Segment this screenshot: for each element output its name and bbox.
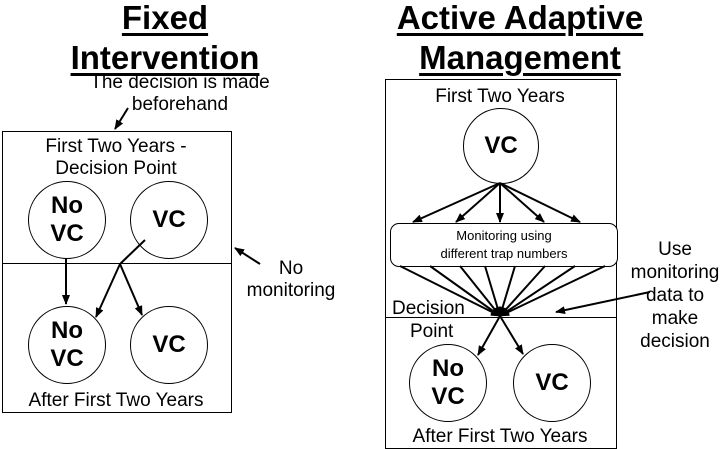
side-note-no-monitoring: No monitoring (236, 258, 346, 302)
fixed-circle-vc-bottom: VC (130, 306, 208, 384)
point-word: Point (410, 321, 454, 342)
side-note-line-decision: decision (640, 331, 710, 352)
fixed-circle-no-vc-bottom: No VC (28, 306, 106, 384)
heading-active-adaptive-management: Active Adaptive Management (360, 0, 680, 78)
fixed-circle-vc-top: VC (130, 181, 208, 259)
heading-fixed-intervention: Fixed Intervention (10, 0, 320, 78)
fixed-circle-no-vc-bottom-text: No VC (50, 317, 84, 372)
converge-7 (499, 265, 576, 317)
arrow-decision-to-no-vc (477, 315, 501, 356)
fixed-circle-no-vc-top: No VC (28, 181, 106, 259)
fixed-circle-vc-top-text: VC (152, 206, 186, 233)
heading-fixed-line2: Intervention (70, 39, 260, 76)
monitoring-box-text: Monitoring using different trap numbers (440, 228, 568, 261)
converge-2 (429, 265, 501, 317)
heading-fixed-line1: Fixed (121, 0, 209, 36)
side-note-no: No (278, 258, 304, 279)
converge-4 (484, 265, 502, 317)
adaptive-circle-vc-top: VC (463, 108, 539, 184)
arrow-fan-5 (499, 182, 581, 223)
arrow-use-monitoring-data (555, 291, 651, 315)
side-note-line-make: make (651, 308, 699, 329)
adaptive-bottom-label: After First Two Years (412, 426, 588, 447)
arrow-vc-to-vc (119, 263, 143, 316)
fixed-circle-vc-bottom-text: VC (152, 331, 186, 358)
arrow-no-monitoring (234, 247, 261, 265)
side-note-line-data-to: data to (645, 285, 705, 306)
converge-3 (459, 265, 501, 317)
side-note-line-use: Use (658, 239, 692, 260)
adaptive-circle-no-vc-bottom: No VC (409, 344, 487, 422)
adaptive-circle-no-vc-bottom-text: No VC (431, 355, 465, 410)
adaptive-circle-vc-bottom: VC (513, 344, 591, 422)
note-line1: The decision is made (90, 72, 270, 93)
fixed-circle-no-vc-top-text: No VC (50, 192, 84, 247)
adaptive-top-label: First Two Years (435, 86, 565, 107)
arrow-fan-2 (455, 182, 501, 223)
arrow-note-to-panel (114, 107, 129, 130)
note-line2: beforehand (131, 94, 229, 115)
adaptive-circle-vc-top-text: VC (484, 132, 518, 159)
arrow-fan-1 (412, 182, 501, 223)
fixed-top-label-line1: First Two Years - (45, 136, 187, 157)
decision-word: Decision (392, 298, 465, 319)
arrow-fan-4 (499, 182, 545, 223)
side-note-use-monitoring: Use monitoring data to make decision (630, 238, 720, 353)
fixed-panel-divider (2, 263, 231, 264)
arrow-vc-branch-line (119, 239, 146, 265)
arrow-decision-to-vc (499, 315, 524, 355)
heading-aam-line2: Management (419, 39, 621, 76)
side-note-line-monitoring: monitoring (630, 262, 720, 283)
converge-6 (499, 265, 546, 317)
fixed-top-label: First Two Years - Decision Point (2, 136, 230, 180)
fixed-panel (2, 131, 232, 413)
monitoring-box: Monitoring using different trap numbers (390, 223, 618, 267)
side-note-monitoring: monitoring (246, 280, 336, 301)
heading-aam-line1: Active Adaptive (396, 0, 644, 36)
converge-1 (399, 265, 501, 317)
arrow-vc-to-no-vc (95, 263, 121, 318)
note-decision-beforehand: The decision is made beforehand (80, 72, 280, 116)
adaptive-circle-vc-bottom-text: VC (535, 369, 569, 396)
fixed-bottom-label: After First Two Years (28, 390, 204, 411)
converge-8 (499, 265, 606, 317)
fixed-top-label-line2: Decision Point (55, 158, 177, 179)
